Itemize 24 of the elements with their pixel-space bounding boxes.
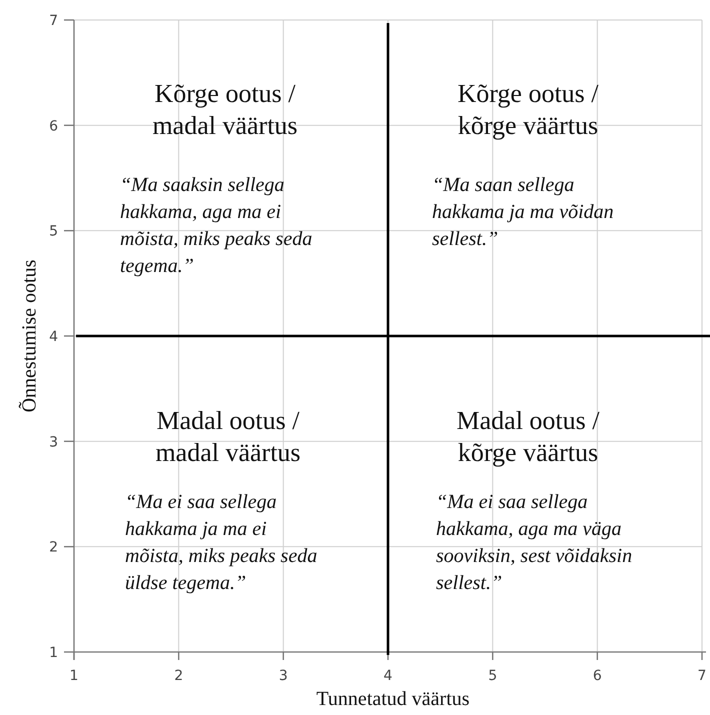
tick-label: 4 <box>49 329 58 345</box>
tick-label: 5 <box>49 224 58 240</box>
tick-label: 5 <box>488 668 498 684</box>
quadrant-quote: “Ma ei saa sellega hakkama, aga ma väga sooviksin, sest võidaksin sellest.” <box>436 490 634 596</box>
tick-label: 6 <box>49 118 58 134</box>
axis-title: Tunnetatud väärtus <box>315 688 471 711</box>
quadrant-heading: Kõrge ootus / kõrge väärtus <box>456 78 600 142</box>
tick-label: 3 <box>278 668 288 684</box>
tick-label: 6 <box>592 668 602 684</box>
tick-label: 2 <box>49 540 58 556</box>
tick-label: 1 <box>49 645 58 661</box>
quadrant-heading: Kõrge ootus / madal väärtus <box>151 78 299 142</box>
quadrant-heading: Madal ootus / kõrge väärtus <box>456 405 600 469</box>
tick-label: 2 <box>174 668 184 684</box>
quadrant-heading: Madal ootus / madal väärtus <box>154 405 302 469</box>
tick-label: 4 <box>384 668 392 684</box>
tick-label: 7 <box>49 13 58 29</box>
tick-label: 1 <box>70 668 78 684</box>
quadrant-quote: “Ma saaksin sellega hakkama, aga ma ei mõista, miks peaks seda tegema.” <box>120 173 314 279</box>
tick-label: 3 <box>49 434 58 450</box>
axis-title: Õnnestumise ootus <box>18 260 42 412</box>
quadrant-quote: “Ma ei saa sellega hakkama ja ma ei mõista, miks peaks seda üldse tegema.” <box>125 490 318 596</box>
tick-label: 7 <box>698 668 706 684</box>
quadrant-quote: “Ma saan sellega hakkama ja ma võidan sellest.” <box>432 173 615 252</box>
